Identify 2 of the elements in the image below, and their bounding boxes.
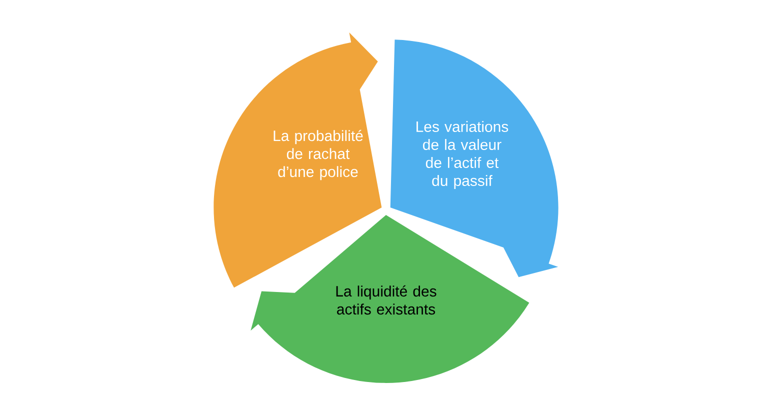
cycle-segment: Les variations de la valeur de l’actif et du passif	[390, 40, 558, 278]
cycle-segment: La liquidité des actifs existants	[250, 215, 530, 383]
